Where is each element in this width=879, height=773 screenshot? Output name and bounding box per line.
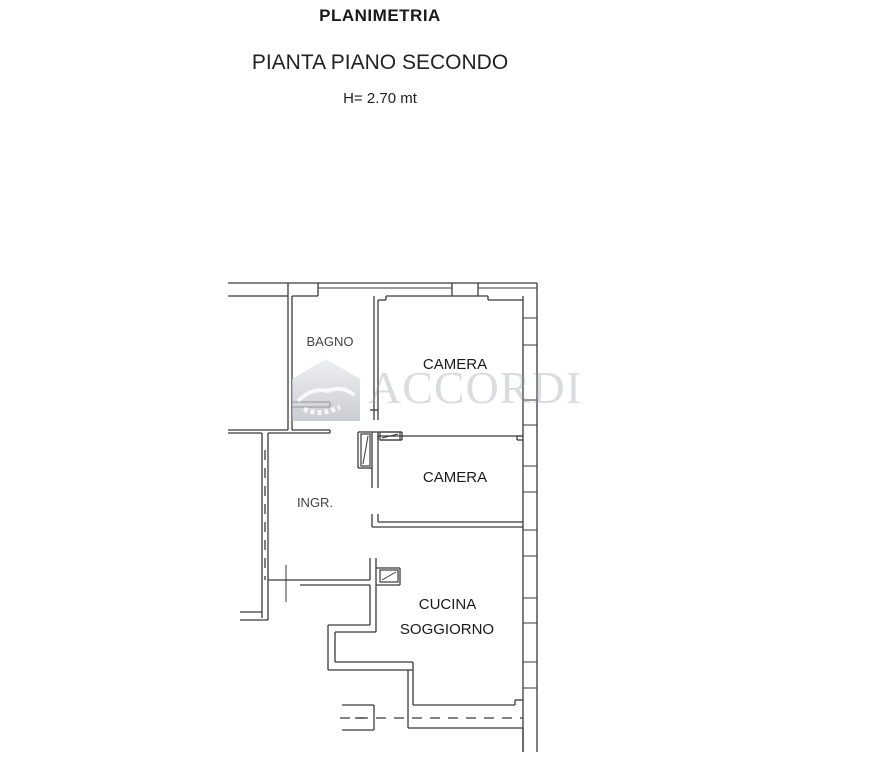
floor-subtitle: PIANTA PIANO SECONDO: [251, 51, 509, 74]
duct-shaft: [360, 433, 371, 467]
duct-diagonal: [362, 435, 369, 465]
duct-diagonal: [381, 433, 399, 439]
room-label-cucina: CUCINA: [418, 596, 477, 613]
room-label-camera: CAMERA: [422, 469, 488, 486]
room-label-soggiorno: SOGGIORNO: [399, 621, 495, 638]
plan-title: PLANIMETRIA: [319, 6, 441, 25]
ceiling-height-note: H= 2.70 mt: [343, 90, 417, 107]
duct-diagonal: [381, 571, 397, 581]
duct-shaft: [379, 431, 401, 441]
duct-shaft: [379, 569, 399, 583]
room-label-ingr: INGR.: [296, 495, 334, 510]
room-label-camera: CAMERA: [422, 356, 488, 373]
room-label-bagno: BAGNO: [306, 334, 354, 349]
